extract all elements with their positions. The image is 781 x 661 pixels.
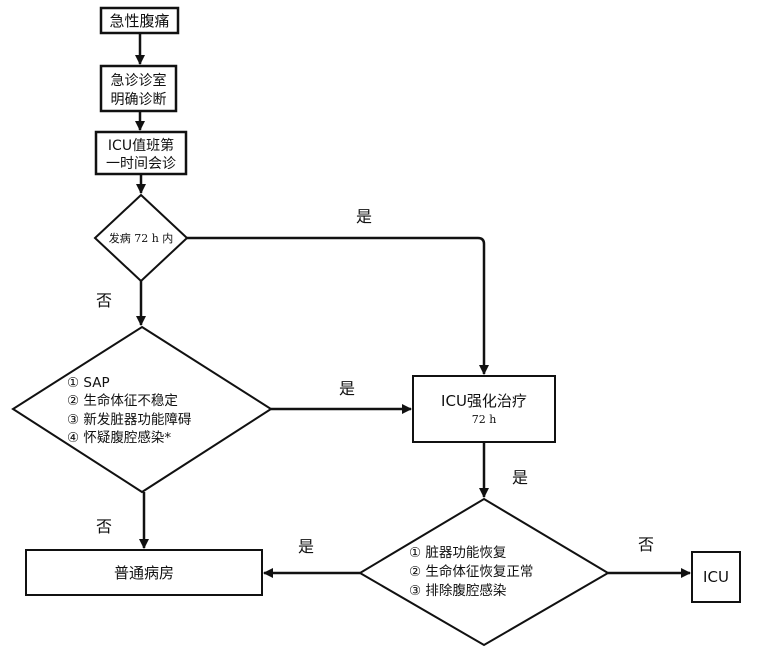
icu-node-label: ICU — [703, 568, 729, 586]
general-ward-node: 普通病房 — [25, 549, 263, 596]
edge-label-criteria-yes: 是 — [339, 379, 355, 398]
recovery-item-3: ③ 排除腹腔感染 — [409, 582, 507, 599]
edge-onset-yes — [187, 236, 489, 375]
icu-treatment-label: ICU强化治疗 — [441, 392, 527, 410]
recovery-item-2: ② 生命体征恢复正常 — [409, 563, 533, 580]
edge-label-recovery-no: 否 — [638, 535, 654, 554]
edge-label-onset-yes: 是 — [356, 207, 372, 226]
onset-decision-label: 发病 72 h 内 — [109, 231, 174, 245]
criteria-decision: ① SAP ② 生命体征不稳定 ③ 新发脏器功能障碍 ④ 怀疑腹腔感染* — [11, 325, 273, 494]
edge-label-onset-no: 否 — [96, 291, 112, 310]
general-ward-label: 普通病房 — [114, 564, 174, 582]
recovery-item-1: ① 脏器功能恢复 — [409, 544, 506, 561]
er-diagnosis-node: 急诊诊室 明确诊断 — [99, 64, 178, 113]
start-node-label: 急性腹痛 — [109, 12, 169, 30]
criteria-item-2: ② 生命体征不稳定 — [67, 392, 178, 409]
icu-consult-line1: ICU值班第 — [108, 137, 174, 154]
icu-consult-node: ICU值班第 一时间会诊 — [94, 130, 188, 176]
criteria-item-1: ① SAP — [67, 375, 110, 391]
recovery-decision: ① 脏器功能恢复 ② 生命体征恢复正常 ③ 排除腹腔感染 — [358, 497, 610, 647]
edge-label-criteria-no: 否 — [96, 517, 112, 536]
start-node: 急性腹痛 — [99, 6, 180, 35]
onset-decision: 发病 72 h 内 — [93, 193, 189, 283]
icu-consult-line2: 一时间会诊 — [106, 156, 176, 172]
criteria-item-3: ③ 新发脏器功能障碍 — [67, 412, 191, 428]
icu-treatment-duration: 72 h — [472, 413, 497, 426]
er-diagnosis-line2: 明确诊断 — [111, 92, 167, 108]
icu-node: ICU — [691, 551, 741, 603]
edge-label-recovery-yes: 是 — [298, 537, 314, 556]
criteria-item-4: ④ 怀疑腹腔感染* — [67, 429, 171, 446]
icu-treatment-node: ICU强化治疗 72 h — [412, 375, 556, 443]
er-diagnosis-line1: 急诊诊室 — [111, 72, 167, 89]
edge-label-treatment-yes: 是 — [512, 468, 528, 487]
